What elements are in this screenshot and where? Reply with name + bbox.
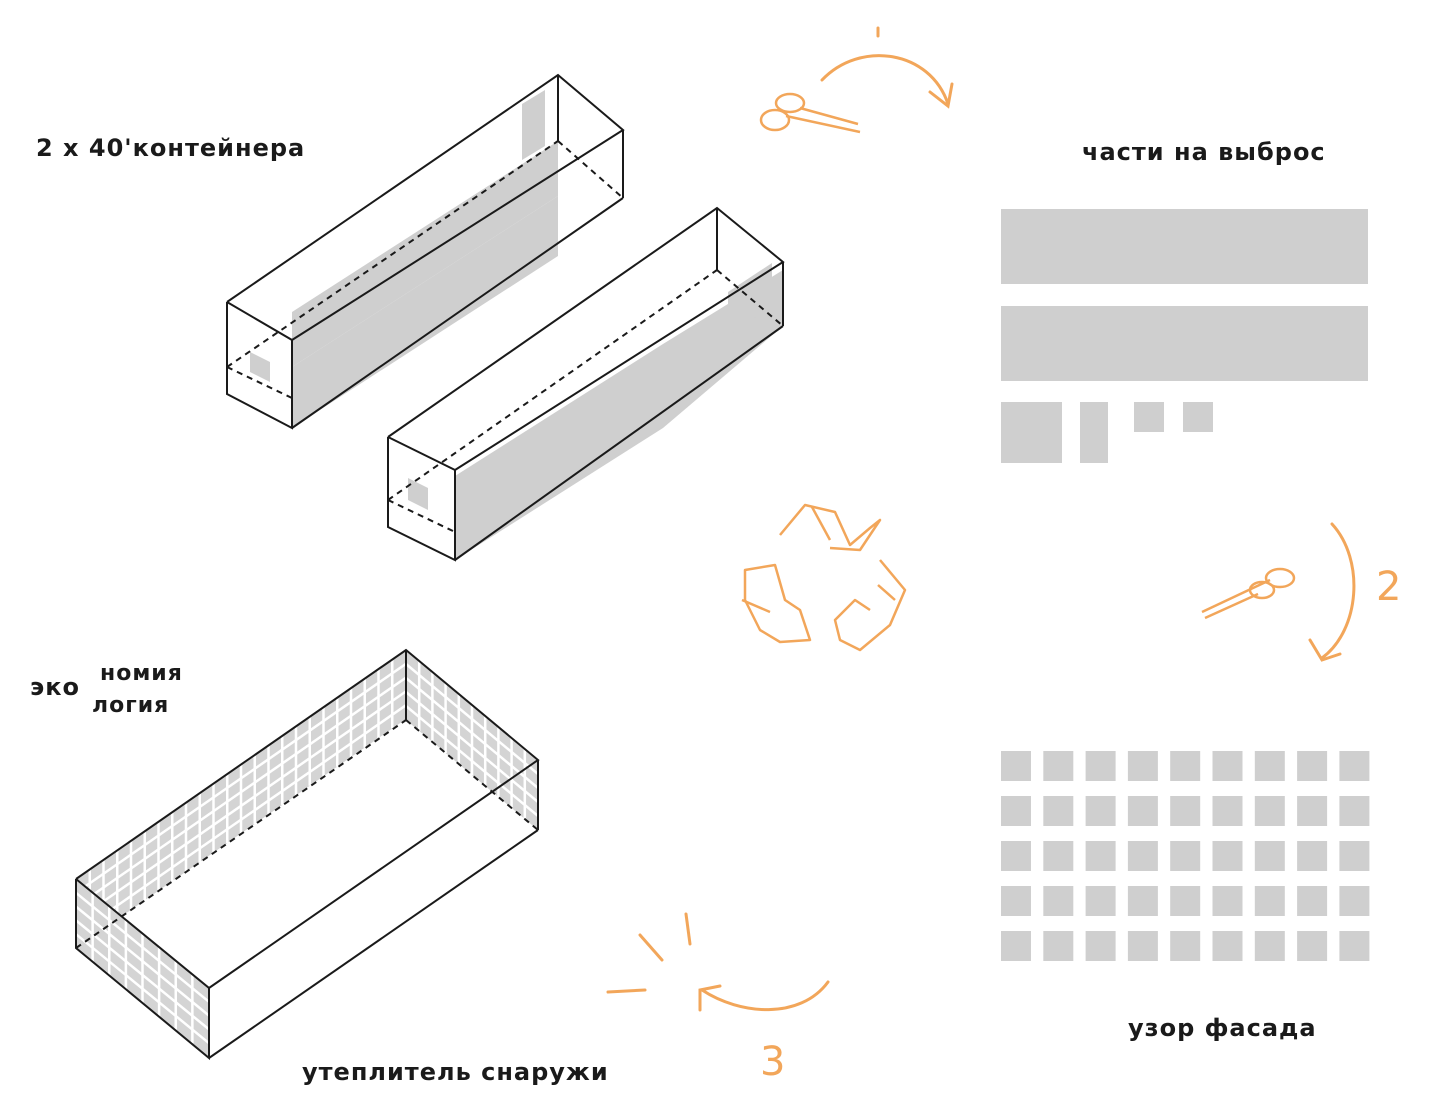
container-1-end-panel xyxy=(522,90,545,160)
facade-tile xyxy=(1043,796,1074,826)
facade-tile xyxy=(1170,751,1201,781)
facade-tile xyxy=(1339,796,1370,826)
insulated-right-face-seam xyxy=(405,677,539,789)
facade-tile xyxy=(1297,886,1328,916)
facade-tile xyxy=(1254,931,1285,961)
label-facade-pattern: узор фасада xyxy=(1128,1014,1317,1042)
facade-tile xyxy=(1001,886,1031,916)
label-containers: 2 x 40'контейнера xyxy=(36,134,305,162)
facade-tile xyxy=(1212,796,1243,826)
facade-tile xyxy=(1001,796,1031,826)
facade-tile xyxy=(1297,841,1328,871)
facade-tile xyxy=(1127,886,1158,916)
facade-tile xyxy=(1254,796,1285,826)
facade-tile xyxy=(1127,841,1158,871)
label-eco-bottom: логия xyxy=(92,693,169,718)
facade-tile xyxy=(1170,841,1201,871)
facade-tile xyxy=(1085,751,1116,781)
container-2 xyxy=(387,206,785,562)
facade-tile xyxy=(1212,931,1243,961)
facade-tile xyxy=(1170,796,1201,826)
facade-tile xyxy=(1297,931,1328,961)
facade-tile xyxy=(1254,751,1285,781)
step-3-number: 3 xyxy=(760,1039,785,1085)
insulated-right-face-seam xyxy=(405,705,539,817)
label-eco-prefix: эко xyxy=(30,673,80,701)
facade-tile xyxy=(1043,931,1074,961)
step-2-arrow xyxy=(1308,522,1356,662)
discard-parts xyxy=(1001,209,1368,463)
facade-tile xyxy=(1085,841,1116,871)
facade-tile xyxy=(1043,841,1074,871)
insulated-left-face-seam xyxy=(75,933,210,1045)
facade-tile xyxy=(1254,886,1285,916)
insulated-left-face-seam xyxy=(75,905,210,1017)
facade-tile xyxy=(1001,931,1031,961)
facade-tile xyxy=(1339,931,1370,961)
container-1 xyxy=(226,73,625,430)
facade-tile xyxy=(1170,931,1201,961)
facade-tile xyxy=(1085,886,1116,916)
label-discard-parts: части на выброс xyxy=(1082,138,1326,166)
facade-tile xyxy=(1085,931,1116,961)
facade-tile xyxy=(1254,841,1285,871)
insulated-right-face-seam xyxy=(405,663,539,775)
step-3-arrow xyxy=(606,912,830,1012)
facade-tile xyxy=(1127,796,1158,826)
insulated-back-face-seam xyxy=(75,676,407,908)
insulated-volume-facade-grid xyxy=(75,650,539,1057)
step-1-arrow xyxy=(820,26,954,109)
facade-tile xyxy=(1085,796,1116,826)
facade-tile xyxy=(1339,841,1370,871)
container-2-end-panel xyxy=(728,263,772,336)
facade-tile xyxy=(1212,751,1243,781)
insulated-volume xyxy=(75,648,540,1061)
facade-tile xyxy=(1043,751,1074,781)
discard-piece-1 xyxy=(1001,402,1062,463)
facade-tile xyxy=(1297,796,1328,826)
discard-piece-2 xyxy=(1080,402,1108,463)
label-eco-top: номия xyxy=(100,661,183,686)
discard-piece-3 xyxy=(1134,402,1164,432)
container-2-window xyxy=(408,478,428,510)
facade-tile xyxy=(1212,886,1243,916)
insulated-back-face-seam xyxy=(75,704,407,936)
discard-strip-1 xyxy=(1001,209,1368,284)
facade-tile xyxy=(1127,931,1158,961)
insulated-back-face-seam xyxy=(75,662,407,894)
scissors-icon-2 xyxy=(1201,567,1296,620)
recycle-icon xyxy=(741,503,907,652)
insulated-right-face-seam xyxy=(405,691,539,803)
discard-piece-4 xyxy=(1183,402,1213,432)
facade-tile xyxy=(1001,841,1031,871)
container-2-side-panel xyxy=(455,344,663,560)
container-1-side-panel-2 xyxy=(292,196,558,428)
insulated-back-face-seam xyxy=(75,690,407,922)
facade-tile xyxy=(1339,886,1370,916)
label-eco: эко номия логия xyxy=(30,661,183,718)
facade-tile xyxy=(1043,886,1074,916)
label-insulation: утеплитель снаружи xyxy=(302,1058,609,1086)
facade-tile xyxy=(1001,751,1031,781)
facade-tile xyxy=(1339,751,1370,781)
container-1-window xyxy=(250,352,270,382)
insulated-left-face-seam xyxy=(75,891,210,1003)
facade-tile xyxy=(1170,886,1201,916)
facade-tile xyxy=(1297,751,1328,781)
step-2-number: 2 xyxy=(1376,564,1401,610)
facade-tile xyxy=(1127,751,1158,781)
facade-tile xyxy=(1212,841,1243,871)
discard-strip-2 xyxy=(1001,306,1368,381)
container-1-side-panel xyxy=(292,141,558,367)
scissors-icon xyxy=(759,92,861,134)
facade-pattern-grid xyxy=(1001,751,1370,961)
insulated-left-face-seam xyxy=(75,919,210,1031)
